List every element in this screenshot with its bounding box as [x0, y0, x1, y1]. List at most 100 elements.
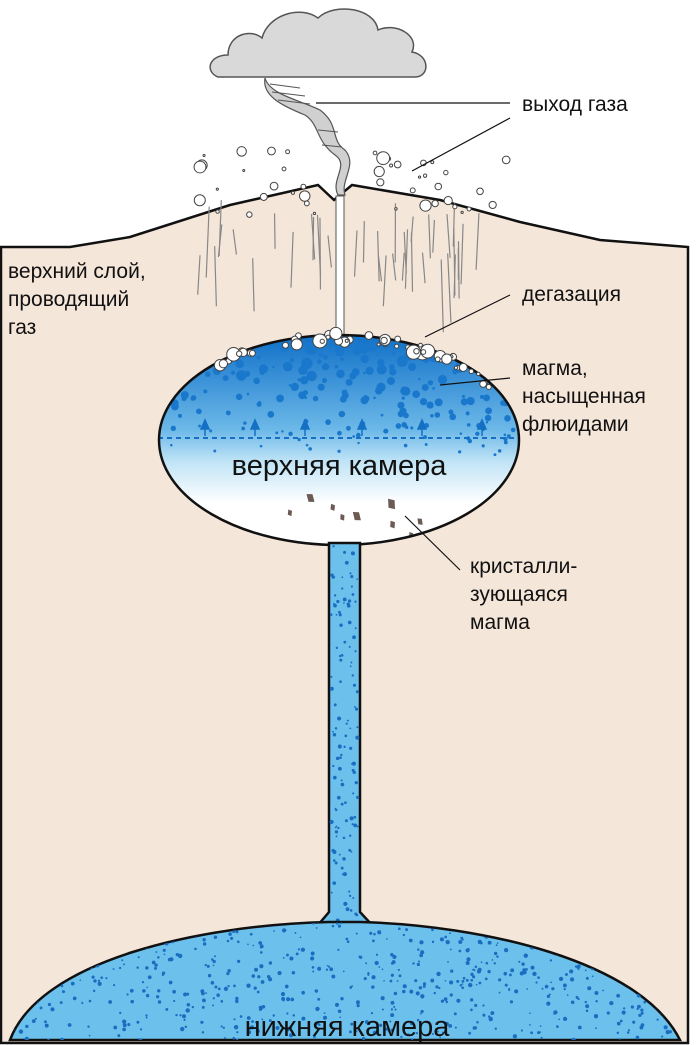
- magma-droplet: [400, 1035, 403, 1039]
- label-crystallizing-2: зующаяся: [470, 583, 568, 606]
- magma-droplet: [224, 1037, 226, 1039]
- magma-droplet: [458, 940, 463, 945]
- magma-droplet: [356, 1000, 360, 1005]
- magma-droplet: [409, 989, 414, 994]
- magma-droplet: [403, 412, 409, 419]
- magma-droplet: [668, 1030, 672, 1034]
- magma-droplet: [404, 425, 409, 430]
- magma-droplet: [352, 347, 361, 356]
- gas-bubble: [344, 338, 349, 343]
- magma-droplet: [191, 1005, 194, 1009]
- arrowhead: [199, 418, 211, 430]
- magma-droplet: [433, 991, 436, 995]
- magma-droplet: [482, 1013, 486, 1017]
- magma-droplet: [621, 1010, 626, 1015]
- magma-droplet: [430, 978, 435, 983]
- magma-droplet: [350, 575, 354, 579]
- magma-droplet: [338, 410, 346, 418]
- gas-streak: [404, 229, 409, 289]
- magma-droplet: [400, 386, 410, 396]
- magma-droplet: [364, 1020, 369, 1024]
- gas-streak: [410, 232, 414, 292]
- magma-droplet: [626, 1031, 630, 1034]
- magma-droplet: [288, 383, 292, 387]
- magma-droplet: [213, 935, 218, 940]
- magma-droplet: [487, 940, 492, 945]
- magma-droplet: [460, 398, 468, 406]
- magma-droplet: [195, 936, 197, 939]
- magma-droplet: [509, 973, 512, 977]
- ejecta-particle: [419, 199, 432, 212]
- magma-droplet: [156, 995, 160, 999]
- magma-droplet: [18, 1029, 24, 1034]
- magma-droplet: [356, 726, 359, 729]
- magma-droplet: [225, 410, 231, 416]
- magma-droplet: [340, 779, 343, 782]
- gas-streak: [327, 235, 332, 268]
- magma-droplet: [395, 423, 402, 429]
- magma-droplet: [349, 665, 352, 668]
- magma-droplet: [439, 937, 444, 942]
- magma-droplet: [434, 412, 441, 418]
- magma-droplet: [466, 957, 471, 962]
- magma-droplet: [606, 1011, 610, 1015]
- gas-streak: [310, 214, 316, 260]
- magma-droplet: [439, 1036, 441, 1039]
- magma-droplet: [445, 1000, 449, 1004]
- magma-droplet: [257, 975, 261, 979]
- magma-droplet: [619, 1019, 623, 1023]
- magma-droplet: [233, 1024, 239, 1030]
- magma-droplet: [496, 942, 499, 944]
- ejecta-particle: [299, 190, 311, 202]
- magma-droplet: [556, 1025, 559, 1028]
- magma-droplet: [249, 1025, 255, 1030]
- magma-droplet: [616, 1021, 621, 1026]
- magma-droplet: [396, 980, 399, 982]
- magma-droplet: [390, 961, 394, 965]
- magma-droplet: [349, 1030, 352, 1034]
- gas-bubble: [479, 380, 487, 388]
- ejecta-particle: [246, 211, 253, 218]
- magma-droplet: [390, 1000, 395, 1005]
- magma-droplet: [235, 393, 243, 401]
- magma-droplet: [222, 375, 229, 382]
- magma-droplet: [226, 972, 230, 976]
- magma-droplet: [335, 825, 338, 828]
- magma-droplet: [465, 960, 470, 965]
- magma-droplet: [449, 980, 454, 985]
- magma-droplet: [325, 419, 331, 425]
- magma-droplet: [609, 1001, 614, 1006]
- magma-droplet: [232, 1036, 236, 1040]
- magma-droplet: [485, 407, 493, 415]
- gas-bubble: [413, 347, 420, 355]
- magma-droplet: [247, 1030, 252, 1035]
- magma-droplet: [259, 951, 263, 954]
- magma-droplet: [329, 1034, 332, 1037]
- magma-droplet: [470, 1008, 473, 1012]
- magma-droplet: [259, 444, 263, 448]
- magma-droplet: [386, 376, 395, 385]
- magma-droplet: [282, 361, 293, 372]
- magma-droplet: [365, 962, 368, 965]
- magma-droplet: [344, 819, 348, 823]
- magma-droplet: [220, 1000, 224, 1003]
- magma-droplet: [398, 974, 402, 978]
- magma-droplet: [212, 964, 215, 967]
- magma-droplet: [537, 976, 540, 979]
- ejecta-particle: [431, 199, 439, 208]
- magma-droplet: [228, 932, 232, 936]
- magma-droplet: [529, 1012, 531, 1015]
- magma-droplet: [408, 938, 413, 943]
- magma-droplet: [243, 421, 247, 425]
- magma-droplet: [355, 1030, 358, 1033]
- magma-droplet: [461, 979, 465, 983]
- magma-droplet: [317, 359, 322, 364]
- magma-droplet: [373, 396, 376, 400]
- magma-droplet: [480, 961, 483, 964]
- magma-droplet: [530, 1031, 534, 1035]
- gas-bubble: [458, 362, 468, 372]
- magma-droplet: [487, 969, 491, 974]
- magma-droplet: [496, 955, 499, 958]
- magma-droplet: [93, 979, 97, 983]
- gas-streak: [447, 253, 452, 323]
